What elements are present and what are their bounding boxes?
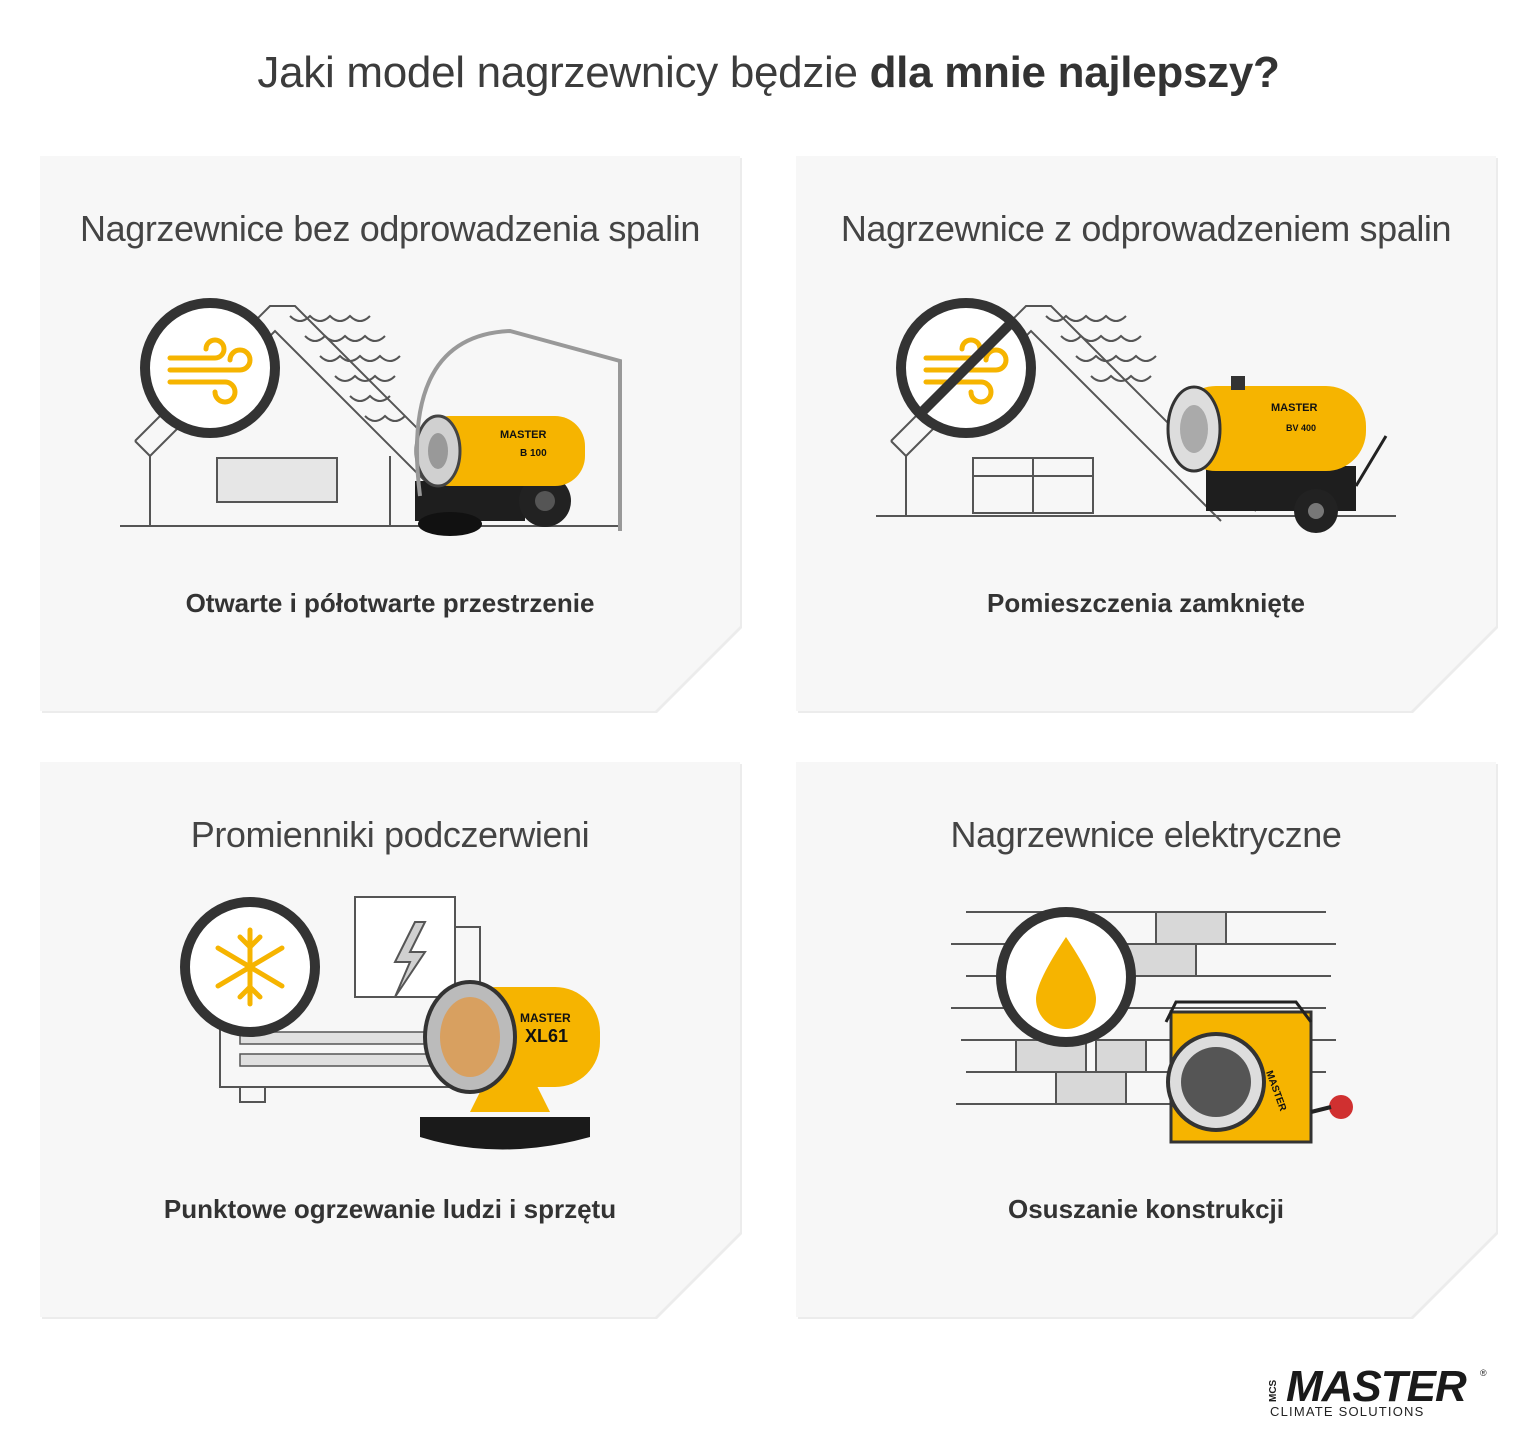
logo-wordmark: MASTER — [1286, 1362, 1467, 1411]
master-logo: MCS MASTER ® CLIMATE SOLUTIONS — [1268, 1362, 1488, 1420]
card-subtitle: Osuszanie konstrukcji — [1008, 1194, 1284, 1224]
heater-label: BV 400 — [1286, 423, 1316, 433]
card-electric: Nagrzewnice elektryczne MASTER — [796, 762, 1496, 1317]
card-subtitle: Otwarte i półotwarte przestrzenie — [185, 588, 595, 618]
card-with-exhaust: Nagrzewnice z odprowadzeniem spalin — [796, 156, 1496, 711]
logo-prefix: MCS — [1268, 1379, 1279, 1402]
heater-label: B 100 — [520, 448, 547, 459]
illustration-open-space: MASTER B 100 — [120, 298, 622, 536]
page-title-regular: Jaki model nagrzewnicy będzie — [257, 48, 870, 97]
logo-tagline: CLIMATE SOLUTIONS — [1270, 1404, 1425, 1419]
illustration-closed-room: MASTER BV 400 — [876, 298, 1396, 533]
card-title: Nagrzewnice elektryczne — [950, 814, 1342, 855]
card-no-exhaust: Nagrzewnice bez odprowadzenia spalin — [40, 156, 740, 711]
page-title-bold: dla mnie najlepszy? — [869, 48, 1280, 97]
page-title: Jaki model nagrzewnicy będzie dla mnie n… — [0, 48, 1537, 98]
illustration-infrared: MASTER XL61 — [180, 896, 600, 1150]
heater-brand: MASTER — [1271, 402, 1318, 414]
card-title: Nagrzewnice bez odprowadzenia spalin — [80, 208, 700, 249]
logo-registered: ® — [1480, 1368, 1487, 1378]
card-subtitle: Pomieszczenia zamknięte — [987, 588, 1305, 618]
card-title: Promienniki podczerwieni — [190, 814, 590, 855]
card-title: Nagrzewnice z odprowadzeniem spalin — [840, 208, 1452, 249]
heater-label: XL61 — [525, 1026, 568, 1046]
card-infrared: Promienniki podczerwieni MASTER — [40, 762, 740, 1317]
heater-brand: MASTER — [520, 1011, 571, 1025]
illustration-electric: MASTER — [951, 907, 1353, 1144]
card-subtitle: Punktowe ogrzewanie ludzi i sprzętu — [163, 1194, 617, 1224]
heater-brand: MASTER — [500, 429, 547, 441]
